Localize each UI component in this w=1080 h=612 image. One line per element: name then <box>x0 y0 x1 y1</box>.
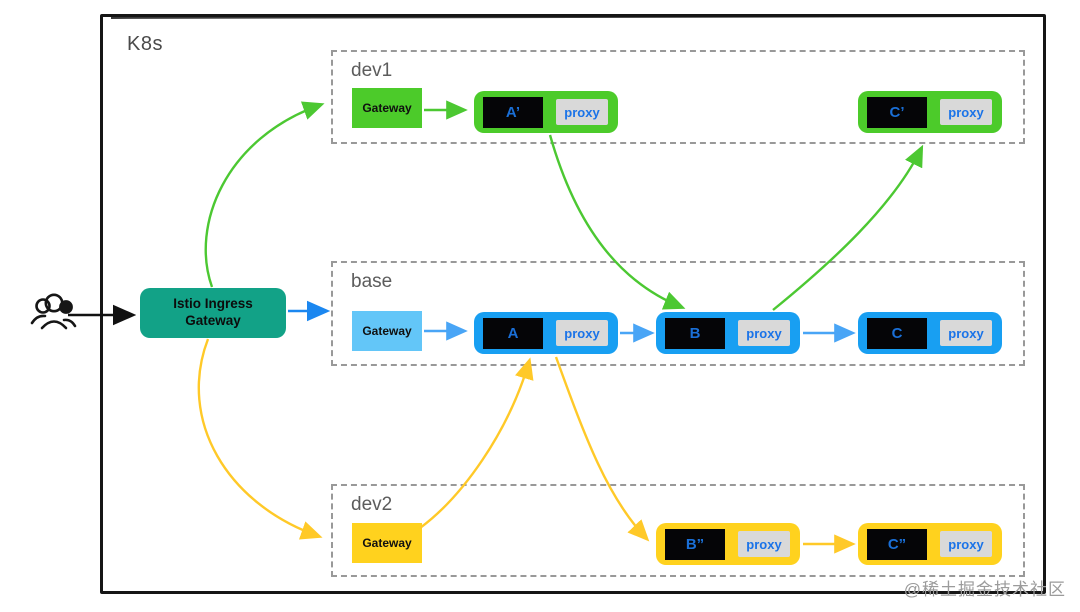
dev1-gateway: Gateway <box>352 88 422 128</box>
namespace-dev2: dev2 <box>331 484 1025 577</box>
service-pod-b-doubleprime: B” proxy <box>656 523 800 565</box>
service-a-container: A <box>483 317 543 349</box>
service-pod-c-doubleprime: C” proxy <box>858 523 1002 565</box>
service-pod-a-prime: A’ proxy <box>474 91 618 133</box>
k8s-cluster-frame: K8s <box>100 14 1046 594</box>
k8s-label: K8s <box>127 33 163 55</box>
proxy-badge: proxy <box>940 531 992 557</box>
service-pod-b: B proxy <box>656 312 800 354</box>
istio-ingress-gateway-label-line2: Gateway <box>185 313 241 328</box>
dev2-gateway: Gateway <box>352 523 422 563</box>
service-pod-a: A proxy <box>474 312 618 354</box>
proxy-badge: proxy <box>556 99 608 125</box>
istio-ingress-gateway: Istio Ingress Gateway <box>140 288 286 338</box>
namespace-dev2-label: dev2 <box>351 494 393 515</box>
proxy-badge: proxy <box>556 320 608 346</box>
service-c-prime-container: C’ <box>867 96 927 128</box>
service-pod-c-prime: C’ proxy <box>858 91 1002 133</box>
base-gateway: Gateway <box>352 311 422 351</box>
proxy-badge: proxy <box>940 320 992 346</box>
proxy-badge: proxy <box>738 320 790 346</box>
service-c-container: C <box>867 317 927 349</box>
service-b-container: B <box>665 317 725 349</box>
service-a-prime-container: A’ <box>483 96 543 128</box>
service-b-doubleprime-container: B” <box>665 528 725 560</box>
service-c-doubleprime-container: C” <box>867 528 927 560</box>
namespace-dev1-label: dev1 <box>351 60 393 81</box>
users-icon <box>26 290 82 342</box>
proxy-badge: proxy <box>738 531 790 557</box>
namespace-base-label: base <box>351 271 393 292</box>
proxy-badge: proxy <box>940 99 992 125</box>
service-pod-c: C proxy <box>858 312 1002 354</box>
watermark: @稀土掘金技术社区 <box>903 580 1066 599</box>
istio-ingress-gateway-label-line1: Istio Ingress <box>173 296 253 312</box>
frame-sketch-line <box>110 15 1014 19</box>
